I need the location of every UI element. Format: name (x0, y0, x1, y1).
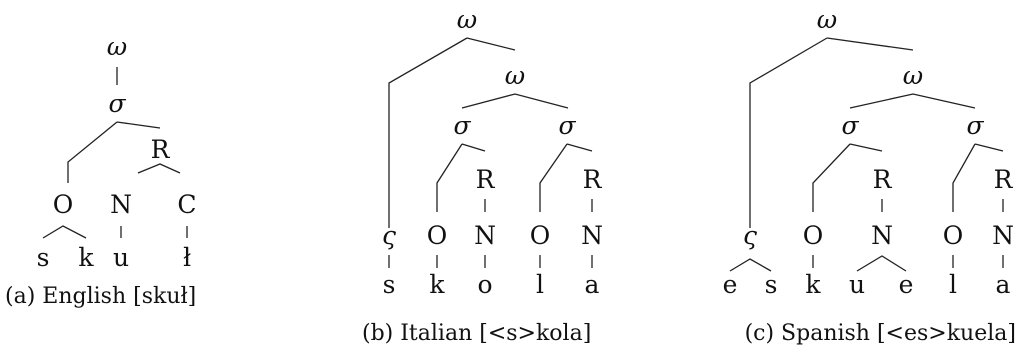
nucleus-node-2: N (992, 221, 1014, 250)
omega-node-top: ω (457, 5, 477, 34)
onset-node-1: O (427, 221, 448, 250)
tree-spanish: ω ω σ σ R R ς O N O N e s k u e l a (c) … (723, 5, 1016, 346)
segment-s: s (37, 243, 50, 272)
nucleus-node-1: N (871, 221, 893, 250)
sigma-node-1: σ (841, 111, 859, 140)
omega-node: ω (107, 32, 127, 61)
appendix-node: ς (743, 221, 757, 250)
segment-u: u (849, 270, 865, 299)
tree-english: ω σ R O N C s k u ł (a) English [skuł] (5, 32, 197, 309)
nucleus-node-1: N (474, 221, 496, 250)
sigma-node: σ (108, 89, 126, 118)
caption-italian: (b) Italian [<s>kola] (362, 321, 591, 346)
rhyme-node-2: R (583, 165, 603, 194)
rhyme-node-1: R (873, 165, 893, 194)
segment-u: u (113, 243, 129, 272)
segment-k: k (78, 243, 94, 272)
segment-s: s (765, 270, 778, 299)
caption-english: (a) English [skuł] (5, 284, 196, 309)
segment-k: k (805, 270, 821, 299)
sigma-node-2: σ (966, 111, 984, 140)
segment-l: l (536, 270, 544, 299)
onset-node-2: O (530, 221, 551, 250)
rhyme-node-1: R (476, 165, 496, 194)
caption-spanish: (c) Spanish [<es>kuela] (745, 321, 1016, 346)
omega-node-top: ω (817, 5, 837, 34)
segment-a: a (585, 270, 600, 299)
onset-node-1: O (803, 221, 824, 250)
nucleus-node-2: N (581, 221, 603, 250)
nucleus-node: N (110, 190, 132, 219)
segment-l: l (949, 270, 957, 299)
segment-e: e (899, 270, 914, 299)
coda-node: C (177, 190, 196, 219)
segment-e: e (723, 270, 738, 299)
segment-k: k (429, 270, 445, 299)
rhyme-node: R (151, 135, 171, 164)
segment-l-stroke: ł (183, 243, 191, 272)
rhyme-node-2: R (994, 165, 1014, 194)
segment-a: a (996, 270, 1011, 299)
sigma-node-1: σ (453, 111, 471, 140)
segment-o: o (477, 270, 492, 299)
tree-italian-edges (388, 37, 593, 268)
omega-node-inner: ω (903, 61, 923, 90)
onset-node: O (53, 190, 74, 219)
segment-s: s (383, 270, 396, 299)
tree-spanish-edges (729, 37, 1004, 272)
tree-italian: ω ω σ σ R R ς O N O N s k o l a (b) Ital… (362, 5, 603, 346)
onset-node-2: O (943, 221, 964, 250)
appendix-node: ς (382, 221, 396, 250)
omega-node-inner: ω (505, 61, 525, 90)
sigma-node-2: σ (558, 111, 576, 140)
tree-english-edges (42, 67, 188, 239)
